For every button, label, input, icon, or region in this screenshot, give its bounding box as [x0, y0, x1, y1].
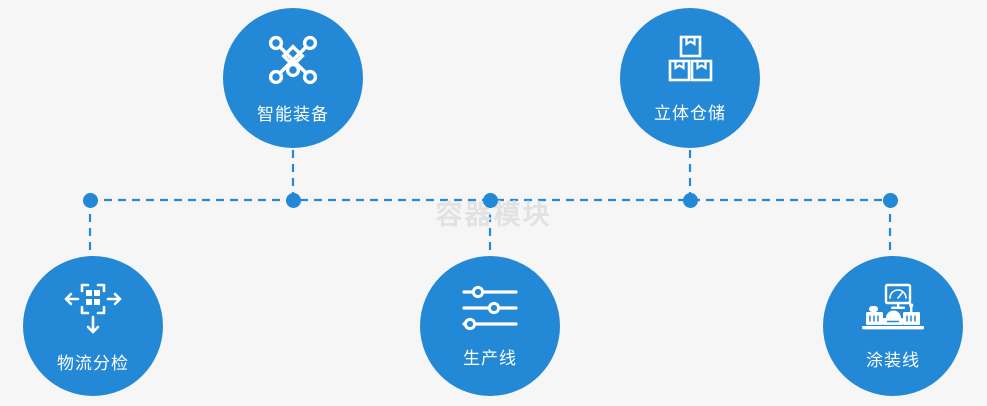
module-label: 物流分检: [57, 353, 129, 373]
bus-node-dot-4[interactable]: [682, 192, 698, 208]
stacked-boxes-icon: [660, 33, 720, 87]
bus-node-dot-3[interactable]: [482, 192, 498, 208]
module-label: 立体仓储: [654, 103, 726, 123]
module-logistics-sorting[interactable]: 物流分检: [23, 256, 163, 396]
module-label: 智能装备: [257, 104, 329, 124]
sorting-arrows-icon: [62, 279, 124, 337]
module-label: 生产线: [463, 348, 517, 368]
bus-node-dot-1[interactable]: [82, 192, 98, 208]
sliders-icon: [461, 284, 519, 332]
module-stereoscopic-warehouse[interactable]: 立体仓储: [620, 8, 760, 148]
bus-node-dot-5[interactable]: [882, 192, 898, 208]
network-nodes-icon: [264, 32, 322, 88]
industrial-machine-icon: [860, 282, 926, 334]
module-intelligent-equipment[interactable]: 智能装备: [223, 8, 363, 148]
bus-node-dot-2[interactable]: [285, 192, 301, 208]
module-coating-line[interactable]: 涂装线: [823, 256, 963, 396]
module-label: 涂装线: [866, 350, 920, 370]
module-production-line[interactable]: 生产线: [420, 256, 560, 396]
